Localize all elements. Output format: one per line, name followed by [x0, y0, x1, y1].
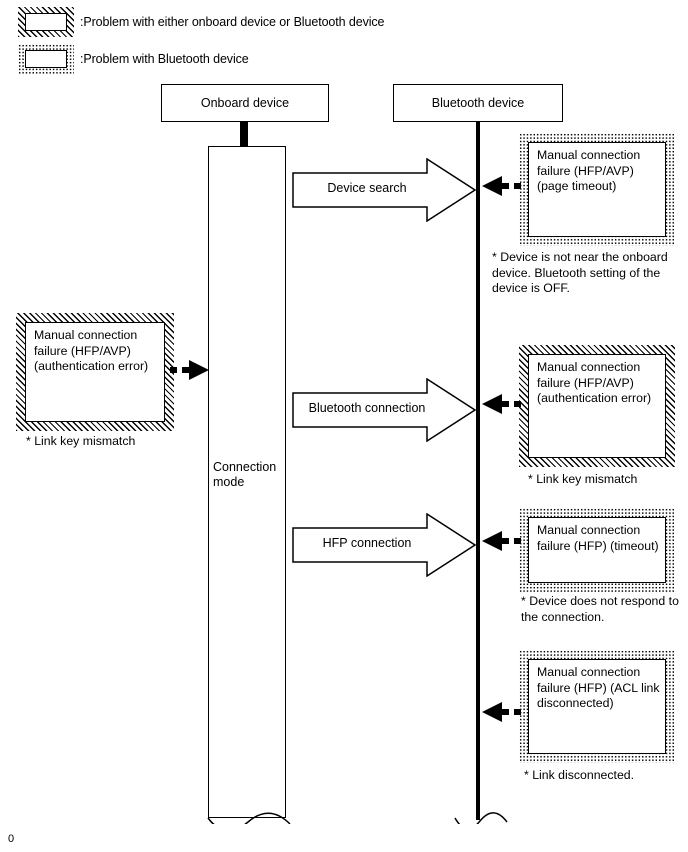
problem-box-hfp-timeout: Manual connection failure (HFP) (timeout…	[519, 508, 675, 592]
problem-box-hfp-timeout-text: Manual connection failure (HFP) (timeout…	[537, 523, 659, 553]
dashed-arrow-hfp-timeout-to-bluetooth	[478, 529, 522, 553]
message-arrow-bluetooth-connection-label: Bluetooth connection	[308, 401, 426, 415]
message-arrow-bluetooth-connection: Bluetooth connection	[292, 378, 476, 442]
column-header-bluetooth-device-label: Bluetooth device	[431, 96, 525, 110]
problem-box-acl-link-disconnected-text: Manual connection failure (HFP) (ACL lin…	[537, 665, 660, 710]
column-header-bluetooth-device: Bluetooth device	[393, 84, 563, 122]
problem-box-left-authentication-error: Manual connection failure (HFP/AVP) (aut…	[16, 313, 174, 431]
dashed-arrow-acl-link-to-bluetooth	[478, 700, 522, 724]
column-header-onboard-device: Onboard device	[161, 84, 329, 122]
problem-box-page-timeout-text: Manual connection failure (HFP/AVP) (pag…	[537, 148, 641, 193]
onboard-activation-label-line2: mode	[213, 475, 245, 489]
message-arrow-device-search: Device search	[292, 158, 476, 222]
dashed-arrow-authentication-error-to-bluetooth	[478, 392, 522, 416]
problem-box-left-text: Manual connection failure (HFP/AVP) (aut…	[34, 328, 149, 373]
onboard-activation-label: Connection mode	[213, 460, 285, 490]
problem-box-hfp-timeout-body: Manual connection failure (HFP) (timeout…	[528, 517, 666, 583]
problem-box-acl-link-disconnected-body: Manual connection failure (HFP) (ACL lin…	[528, 659, 666, 754]
problem-box-authentication-error-body: Manual connection failure (HFP/AVP) (aut…	[528, 354, 666, 458]
dashed-arrow-page-timeout-to-bluetooth	[478, 174, 522, 198]
problem-note-left: * Link key mismatch	[26, 434, 136, 448]
onboard-activation-label-line1: Connection	[213, 460, 277, 474]
problem-note-acl-link-disconnected: * Link disconnected.	[524, 768, 635, 782]
page-mark: 0	[8, 833, 15, 845]
problem-note-page-timeout: * Device is not near the onboard device.…	[492, 250, 668, 295]
legend-label-hatched: :Problem with either onboard device or B…	[80, 15, 385, 29]
message-arrow-hfp-connection-label: HFP connection	[322, 536, 412, 550]
column-header-onboard-device-label: Onboard device	[200, 96, 290, 110]
bluetooth-lifeline-break	[452, 806, 510, 834]
bluetooth-lifeline	[476, 122, 480, 820]
problem-box-page-timeout: Manual connection failure (HFP/AVP) (pag…	[519, 133, 675, 246]
problem-box-authentication-error: Manual connection failure (HFP/AVP) (aut…	[519, 345, 675, 467]
problem-box-page-timeout-body: Manual connection failure (HFP/AVP) (pag…	[528, 142, 666, 237]
problem-box-acl-link-disconnected: Manual connection failure (HFP) (ACL lin…	[519, 650, 675, 763]
legend-swatch-dotted	[18, 44, 74, 74]
legend-swatch-inner	[25, 50, 67, 68]
problem-box-authentication-error-text: Manual connection failure (HFP/AVP) (aut…	[537, 360, 652, 405]
legend-swatch-hatched	[18, 7, 74, 37]
message-arrow-device-search-label: Device search	[327, 181, 407, 195]
legend-swatch-inner	[25, 13, 67, 31]
message-arrow-hfp-connection: HFP connection	[292, 513, 476, 577]
onboard-activation-bar	[208, 146, 286, 818]
problem-box-left-body: Manual connection failure (HFP/AVP) (aut…	[25, 322, 165, 422]
problem-note-authentication-error: * Link key mismatch	[528, 472, 638, 486]
onboard-lifeline-break	[204, 806, 294, 834]
onboard-lifeline-stub	[240, 122, 248, 147]
dashed-arrow-left-to-onboard	[169, 358, 211, 382]
problem-note-hfp-timeout: * Device does not respond to the connect…	[521, 594, 679, 624]
legend-label-dotted: :Problem with Bluetooth device	[80, 52, 249, 66]
